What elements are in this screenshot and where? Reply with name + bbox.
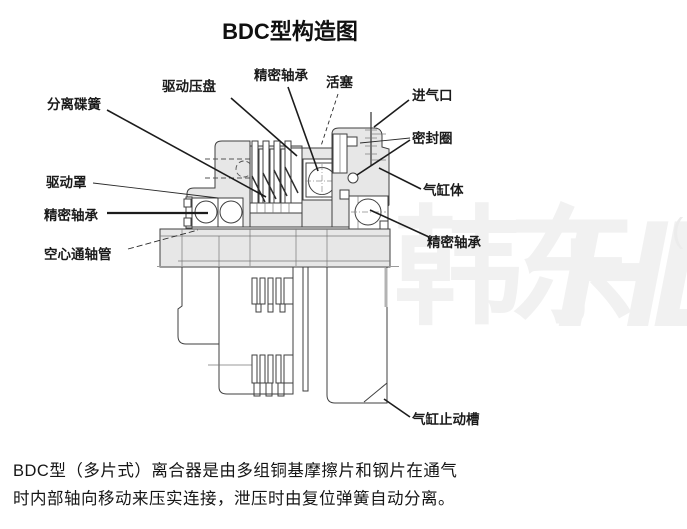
description-line-1: BDC型（多片式）离合器是由多组铜基摩擦片和钢片在通气 [13,462,458,480]
diagram-title: BDC型构造图 [222,19,358,44]
part-label-air-inlet: 进气口 [412,87,453,103]
upper-section [159,112,391,268]
part-label-precision-bearing-right: 精密轴承 [427,234,481,250]
left-bearing-assembly [183,196,244,229]
part-label-drive-pressure-plate: 驱动压盘 [162,78,216,94]
friction-plate-pack [249,140,303,228]
right-bearing-assembly [348,195,389,230]
shaft-tube-outline [177,267,219,345]
cylinder-stop-groove-chamfer [363,382,388,403]
cylinder-lower-outline [326,267,388,404]
seal-ring-upper [346,136,358,147]
watermark-latin: HD [556,189,687,359]
seal-ring-lower [347,172,359,184]
air-inlet-port [365,112,386,166]
part-label-piston: 活塞 [326,74,353,90]
disc-springs [251,166,299,203]
description-text: BDC型（多片式）离合器是由多组铜基摩擦片和钢片在通气 时内部轴向移动来压实连接… [13,457,613,513]
watermark-cjk: 韩东 [394,197,632,340]
part-label-hollow-through-shaft-tube: 空心通轴管 [44,246,112,262]
hub-lower-outline [218,267,294,395]
part-labels: 分离碟簧 驱动压盘 精密轴承 活塞 进气口 密封圈 气缸体 精密轴承 驱动罩 精… [44,67,481,427]
part-label-cylinder-body: 气缸体 [422,182,464,198]
center-bearing-assembly [301,147,342,228]
part-label-precision-bearing-left: 精密轴承 [44,207,98,223]
part-label-drive-cover: 驱动罩 [46,174,87,190]
part-label-separation-disc-spring: 分离碟簧 [47,96,101,112]
hollow-shaft-hub [159,228,391,268]
watermark: 韩东 HD ( [394,189,687,359]
watermark-paren: ( [672,212,684,250]
lower-section [177,267,388,404]
part-label-cylinder-stop-groove: 气缸止动槽 [411,411,480,427]
part-label-seal-ring: 密封圈 [411,130,453,146]
leader-lines [92,86,430,418]
lower-friction-plates-a [251,277,294,313]
lower-friction-plates-b [251,354,294,397]
description-line-2: 时内部轴向移动来压实连接，泄压时由复位弹簧自动分离。 [13,490,455,508]
part-label-precision-bearing-top: 精密轴承 [254,67,308,83]
